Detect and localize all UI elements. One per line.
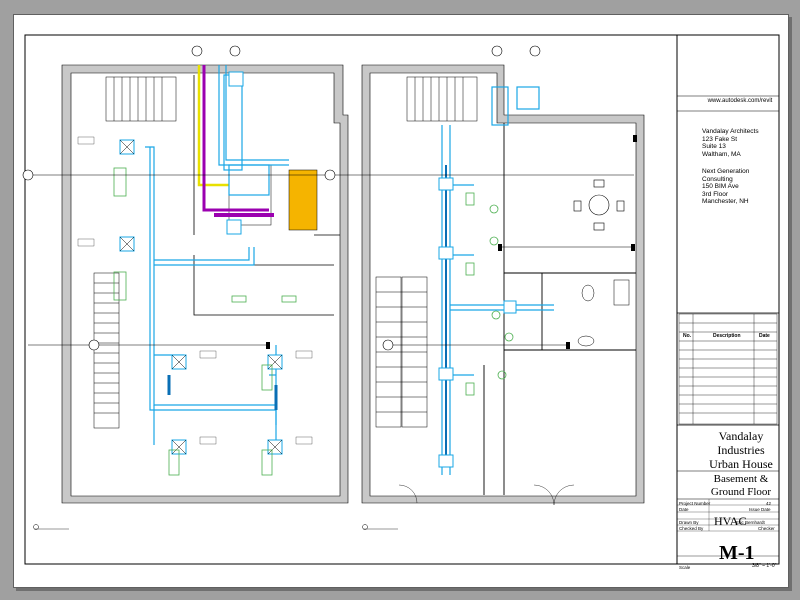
consultant-line: Next Generation: [702, 168, 750, 175]
checked-by: Checker: [758, 526, 775, 531]
basement-plan: [22, 45, 349, 530]
scale-label: Scale: [679, 565, 691, 570]
date-label: Date: [679, 507, 689, 512]
project-number: 42: [766, 501, 772, 506]
drawn-by-label: Drawn By: [679, 520, 699, 525]
consultant-line: 3rd Floor: [702, 190, 729, 198]
consultant-line: 150 BIM Ave: [702, 183, 739, 190]
architect-line: Vandalay Architects: [702, 128, 759, 135]
architect-line: Suite 13: [702, 143, 726, 150]
project-name-line: Urban House: [709, 457, 773, 471]
sheet-name-line: Ground Floor: [710, 486, 772, 498]
architect-line: 123 Fake St: [702, 135, 738, 143]
project-name-line: Vandalay: [718, 429, 764, 443]
revision-table: [678, 313, 778, 425]
website-url: www.autodesk.com/revit: [707, 98, 773, 104]
architect-line: Waltham, MA: [702, 150, 741, 158]
discipline: HVAC: [714, 514, 747, 528]
diffusers: [119, 71, 283, 455]
project-name: Vandalay Industries Urban House: [691, 429, 791, 471]
drawing-sheet: www.autodesk.com/revit Vandalay Architec…: [13, 14, 789, 588]
project-name-line: Industries: [717, 443, 765, 457]
ground-floor-plan: [266, 45, 645, 530]
rev-header-description: Description: [713, 333, 741, 339]
hvac-floor-plans: [22, 34, 780, 565]
rev-header-no: No.: [683, 333, 692, 339]
sheet-number: M-1: [719, 542, 755, 564]
architect-address: Vandalay Architects 123 Fake St Suite 13…: [702, 128, 759, 158]
consultant-address: Next Generation Consulting 150 BIM Ave 3…: [702, 168, 749, 206]
grid-bubbles-right: [382, 45, 541, 351]
consultant-line: Consulting: [702, 175, 733, 183]
air-handler-unit: [288, 169, 318, 231]
rev-header-date: Date: [759, 333, 770, 339]
drawing-scale: 3/8" = 1'-0": [752, 563, 777, 569]
project-number-label: Project Number: [679, 501, 711, 506]
sheet-name-line: Basement &: [713, 473, 769, 485]
sheet-name: Basement & Ground Floor: [691, 473, 791, 499]
grid-bubbles-left: [22, 45, 336, 351]
issue-date: Issue Date: [749, 507, 771, 512]
drawn-by: Eric Bernhardt: [736, 520, 765, 525]
titleblock-frame: [676, 34, 780, 565]
dining-table: [573, 179, 625, 231]
checked-by-label: Checked By: [679, 526, 704, 531]
consultant-line: Manchester, NH: [702, 198, 749, 205]
